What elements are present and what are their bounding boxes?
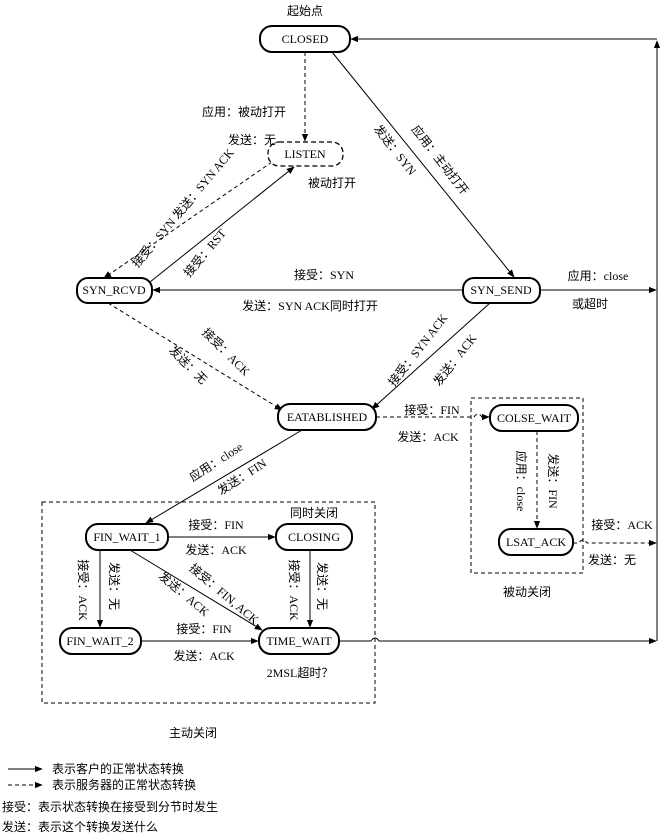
passive-open-note: 被动打开 <box>308 176 356 190</box>
svg-text:COLSE_WAIT: COLSE_WAIT <box>497 411 572 425</box>
legend-solid-label: 表示客户的正常状态转换 <box>52 761 184 776</box>
label: 接受：FIN <box>188 517 244 532</box>
svg-text:SYN_RCVD: SYN_RCVD <box>82 283 146 297</box>
passive-close-box <box>470 397 584 574</box>
label: 应用：close <box>514 451 529 512</box>
state-closed: CLOSED <box>259 25 351 53</box>
label: 接受：ACK <box>199 325 253 379</box>
label: 应用：close <box>568 268 629 283</box>
svg-text:CLOSING: CLOSING <box>288 530 340 544</box>
svg-text:FIN_WAIT_2: FIN_WAIT_2 <box>66 634 133 648</box>
label: 接受：SYN 发送：SYN ACK <box>128 145 237 270</box>
edge-finwait1-timewait <box>129 549 263 631</box>
state-fin-wait-1: FIN_WAIT_1 <box>85 523 169 551</box>
edge-established-finwait1 <box>145 429 303 524</box>
svg-text:LSAT_ACK: LSAT_ACK <box>506 535 566 549</box>
active-close-note: 主动关闭 <box>169 726 217 740</box>
edge-synsend-established <box>371 302 491 410</box>
edge-timewait-closed <box>339 637 657 645</box>
edge-lastack-closed <box>573 539 657 547</box>
edge-listen-synrcvd <box>103 161 273 279</box>
legend-send-definition: 发送：表示这个转换发送什么 <box>2 819 158 834</box>
state-close-wait: COLSE_WAIT <box>489 404 579 432</box>
state-last-ack: LSAT_ACK <box>498 528 574 556</box>
state-fin-wait-2: FIN_WAIT_2 <box>59 627 142 655</box>
label: 发送：无 <box>166 342 211 387</box>
state-established: EATABLISHED <box>277 403 377 431</box>
label: 发送：ACK <box>430 331 480 389</box>
label: 接受：FIN, ACK <box>187 560 263 627</box>
active-close-box <box>41 501 376 704</box>
svg-text:EATABLISHED: EATABLISHED <box>287 410 368 424</box>
label: 接受：ACK <box>287 559 302 621</box>
edge-synrcvd-established <box>107 302 283 411</box>
label: 发送：无 <box>315 562 330 610</box>
msl-timeout-note: 2MSL超时？ <box>267 665 334 680</box>
label: 接受：FIN <box>404 402 460 417</box>
svg-text:TIME_WAIT: TIME_WAIT <box>266 634 332 648</box>
state-listen: LISTEN <box>267 141 344 167</box>
label: 接受：FIN <box>176 621 232 636</box>
state-time-wait: TIME_WAIT <box>258 627 340 655</box>
label: 发送：无 <box>588 552 636 567</box>
passive-close-note: 被动关闭 <box>503 585 551 599</box>
label: 发送：ACK <box>173 648 235 663</box>
svg-text:CLOSED: CLOSED <box>282 32 329 46</box>
label: 发送：FIN <box>546 453 561 509</box>
svg-text:FIN_WAIT_1: FIN_WAIT_1 <box>93 530 160 544</box>
state-syn-send: SYN_SEND <box>462 277 541 304</box>
label: 发送：无 <box>107 562 122 610</box>
simultaneous-close-note: 同时关闭 <box>290 506 338 520</box>
label: 应用：被动打开 <box>202 104 286 119</box>
start-note: 起始点 <box>287 4 323 18</box>
label: 发送：ACK <box>185 542 247 557</box>
edge-established-closewait <box>376 413 490 421</box>
legend-recv-definition: 接受：表示状态转换在接受到分节时发生 <box>2 799 218 814</box>
label: 发送：无 <box>228 132 276 147</box>
svg-text:LISTEN: LISTEN <box>284 147 326 161</box>
label: 接受：ACK <box>76 559 91 621</box>
legend-dashed-label: 表示服务器的正常状态转换 <box>52 777 196 792</box>
label: 发送：ACK <box>397 429 459 444</box>
label: 发送：SYN ACK同时打开 <box>242 298 378 313</box>
edge-closed-synsend <box>331 51 515 278</box>
label: 接受：SYN <box>294 267 354 282</box>
state-closing: CLOSING <box>275 523 353 551</box>
svg-text:SYN_SEND: SYN_SEND <box>470 283 532 297</box>
edge-synrcvd-listen <box>149 166 295 283</box>
state-syn-rcvd: SYN_RCVD <box>76 277 153 304</box>
label: 或超时 <box>572 296 608 311</box>
label: 接受：ACK <box>591 517 653 532</box>
